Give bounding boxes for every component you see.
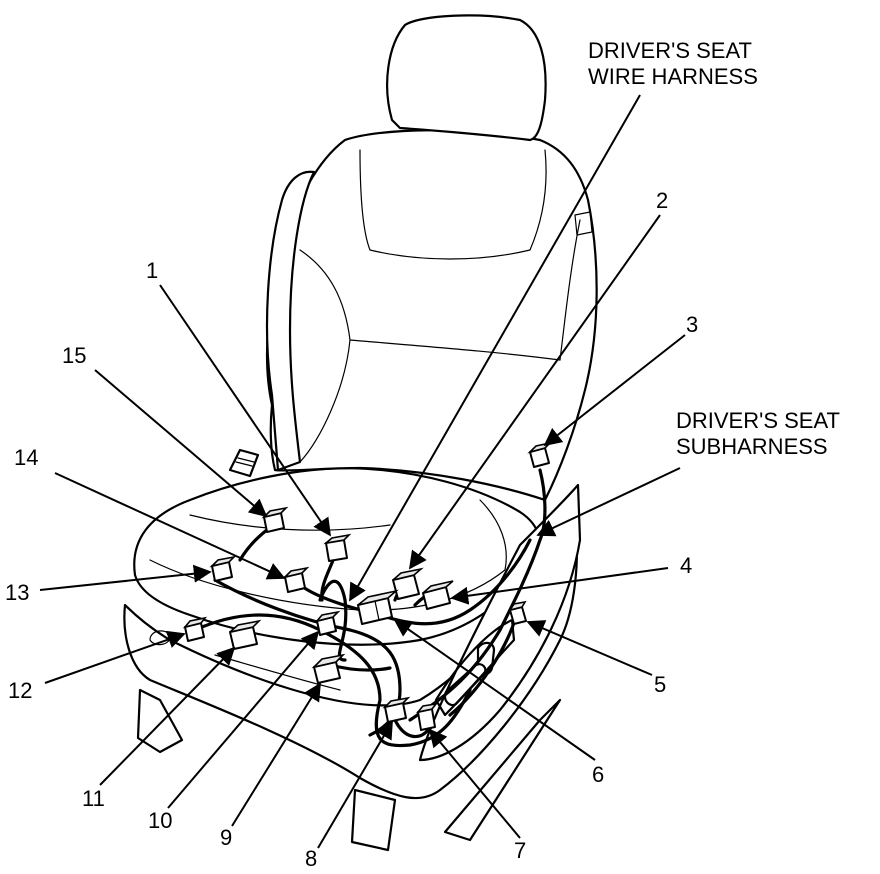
callout-4: 4: [680, 553, 692, 578]
headrest: [386, 14, 547, 142]
connector-15: [261, 506, 289, 533]
connector-12: [182, 616, 207, 642]
backrest-seam-middle: [299, 249, 561, 361]
callout-12: 12: [8, 678, 32, 703]
harness-subharness: [408, 468, 547, 722]
wire-harness-label-line2: WIRE HARNESS: [588, 64, 758, 89]
callout-10: 10: [148, 808, 172, 833]
callout-2: 2: [656, 188, 668, 213]
backrest-seam-center: [299, 339, 351, 463]
subharness-label-line2: SUBHARNESS: [676, 434, 828, 459]
callout-11: 11: [82, 786, 105, 811]
harness-connector-9-branch: [328, 663, 392, 672]
seat-belt-buckle: [228, 448, 260, 478]
leader-8: [317, 720, 393, 849]
labels: DRIVER'S SEAT WIRE HARNESS DRIVER'S SEAT…: [5, 38, 840, 871]
leader-1: [159, 284, 332, 537]
wire-harness-label-line1: DRIVER'S SEAT: [588, 38, 752, 63]
connector-13: [209, 555, 237, 582]
connector-10: [314, 610, 341, 636]
backrest-side-bolster: [265, 170, 316, 472]
leader-wire-harness: [349, 94, 641, 602]
callout-5: 5: [654, 672, 666, 697]
harness-lower-right: [393, 718, 430, 739]
leader-14: [54, 472, 286, 580]
callout-13: 13: [5, 580, 29, 605]
backrest-tag: [574, 211, 593, 236]
seat-illustration: [123, 14, 598, 852]
leader-subharness: [536, 467, 681, 537]
side-switch-bezel: [434, 618, 516, 717]
leader-9: [231, 682, 321, 827]
connectors: [182, 441, 553, 731]
connector-9: [311, 653, 346, 684]
connector-14: [282, 566, 310, 593]
leader-4: [450, 567, 669, 605]
callout-8: 8: [305, 846, 317, 871]
backrest-seam-lower: [559, 219, 581, 361]
leader-11: [99, 646, 236, 786]
callout-3: 3: [686, 312, 698, 337]
callout-15: 15: [62, 343, 86, 368]
callout-7: 7: [514, 838, 526, 863]
harness-connector-5-branch: [448, 618, 517, 717]
leader-7: [428, 728, 521, 839]
seat-front-right-leg: [350, 788, 397, 852]
leader-13: [39, 564, 212, 591]
cushion-seam-side: [479, 499, 507, 571]
connector-7: [415, 702, 438, 731]
callout-6: 6: [592, 762, 604, 787]
connector-8: [382, 696, 411, 723]
backrest-seam-upper: [359, 149, 547, 260]
cushion-seam-top: [189, 514, 391, 531]
seat-front-left-leg: [136, 688, 184, 754]
seat-rear-right-leg: [443, 698, 562, 842]
callout-14: 14: [14, 445, 38, 470]
leader-12: [44, 630, 186, 684]
harness-cross-right: [298, 538, 532, 626]
leader-3: [543, 334, 686, 447]
connector-4: [422, 580, 454, 610]
connector-1: [323, 533, 352, 562]
callout-1: 1: [146, 258, 158, 283]
leader-6: [393, 618, 596, 761]
connector-6: [357, 589, 399, 625]
leader-lines: [39, 94, 686, 849]
buckle-detail: [235, 457, 255, 467]
leader-2: [408, 214, 661, 570]
connector-2: [392, 567, 424, 600]
connector-11: [229, 619, 262, 650]
connector-5: [508, 600, 527, 625]
leader-15: [94, 369, 268, 518]
subharness-label-line1: DRIVER'S SEAT: [676, 408, 840, 433]
callout-9: 9: [220, 825, 232, 850]
leader-5: [526, 620, 653, 676]
leader-10: [167, 630, 320, 809]
